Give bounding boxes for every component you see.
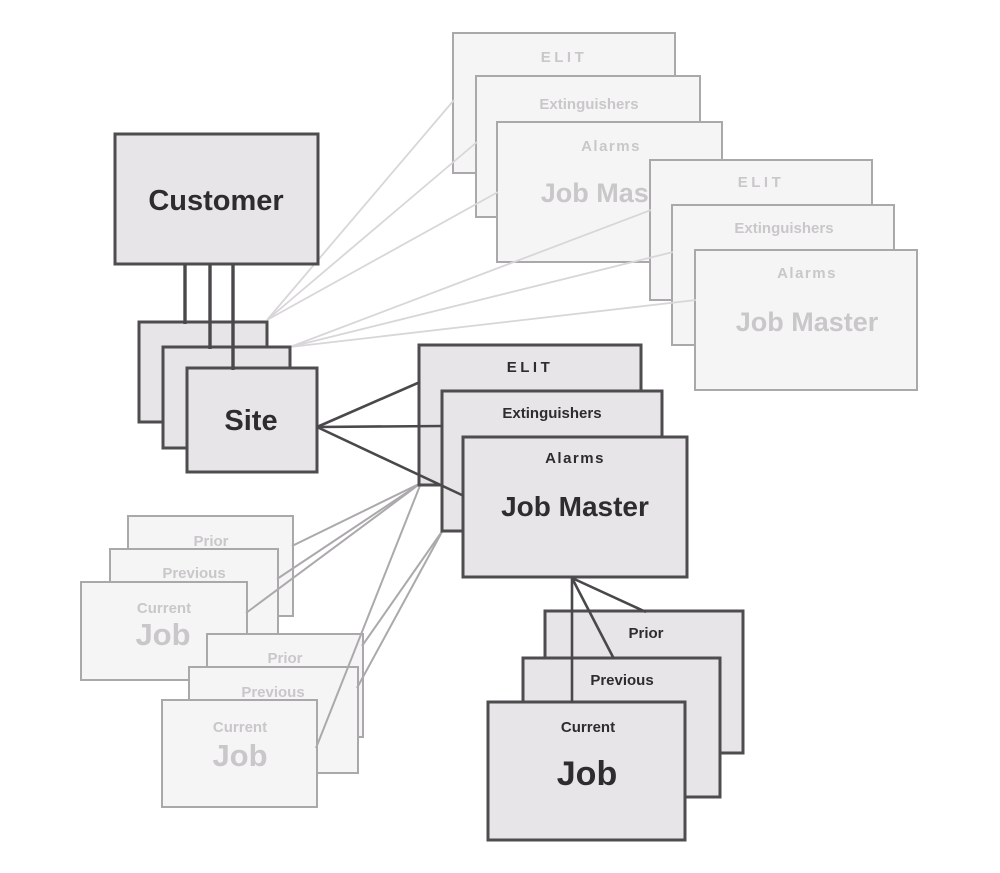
customer-label: Customer [148,185,283,217]
connector-jm-fadedjob2-prior [361,529,444,647]
job-master-label: Job Master [501,491,649,522]
faded-job-master-stack-1: ELIT Extinguishers Alarms Job Master [452,32,723,263]
job-stack: Prior Previous Current Job [486,609,745,842]
faded-job1-current-node [80,581,248,681]
faded-job2-current-node [161,699,318,808]
connector-site1-faded1-jobmaster [266,191,499,321]
faded-job1-prior-label: Prior [193,533,228,550]
alarms-label: Alarms [545,450,605,467]
connector-site-extinguishers [316,424,444,429]
faded-job1-previous-label: Previous [162,565,225,582]
faded-job1-current-label: Current [137,600,191,617]
current-job-node [486,700,687,842]
connector-jm-previous-job [570,577,616,660]
connector-site1-faded1-elit [266,99,455,321]
connector-jm-fadedjob1-previous [276,482,422,580]
faded-job2-job-label: Job [212,738,267,773]
extinguishers-label: Extinguishers [502,405,601,422]
connector-site-elit [316,380,421,429]
connector-jm-prior-job [571,576,647,614]
faded-job2-prior-label: Prior [267,650,302,667]
elit-label: ELIT [507,359,554,376]
faded-job2-current-label: Current [213,719,267,736]
job-master-node [461,435,689,579]
customer-node [113,132,320,266]
connector-jm-fadedjob2-previous [356,529,444,689]
connector-site2-faded2-jobmaster [289,299,697,348]
connector-jm-fadedjob2-current [315,482,422,749]
site-node-front [185,366,319,474]
customer-entity: Customer [113,132,320,266]
faded2-job-master-node [694,249,918,391]
faded2-job-master-label: Job Master [736,307,879,337]
connectors-job-master-to-faded-jobs [245,482,444,749]
connector-site1-faded1-extinguishers [266,141,478,321]
connector-site2-faded2-extinguishers [289,251,674,348]
job-master-stack: ELIT Extinguishers Alarms Job Master [417,343,689,579]
faded-job-master-stack-2: ELIT Extinguishers Alarms Job Master [649,159,918,391]
site-stack: Site [137,320,319,474]
connectors-customer-to-sites [183,264,235,370]
prior-label: Prior [628,625,663,642]
faded1-extinguishers-label: Extinguishers [539,96,638,113]
connector-site2-faded2-elit [289,209,652,348]
faded-job2-previous-label: Previous [241,684,304,701]
connector-jm-fadedjob1-current [245,482,422,614]
connector-jm-fadedjob1-prior [291,482,422,547]
faded2-alarms-label: Alarms [777,265,837,282]
previous-label: Previous [590,672,653,689]
faded1-elit-label: ELIT [541,49,588,66]
current-label: Current [561,719,615,736]
faded-job-stack-2: Prior Previous Current Job [161,633,364,808]
connector-site-jobmaster [316,425,465,498]
connectors-site-to-faded-job-masters [266,99,697,348]
site-label: Site [224,405,277,437]
connectors-job-master-to-jobs [570,576,647,703]
connectors-site-to-job-master [316,380,465,498]
faded2-extinguishers-label: Extinguishers [734,220,833,237]
faded2-elit-label: ELIT [738,174,785,191]
job-label: Job [557,755,617,793]
faded1-alarms-label: Alarms [581,138,641,155]
faded-job-stack-1: Prior Previous Current Job [80,515,294,681]
faded-job1-job-label: Job [135,617,190,652]
